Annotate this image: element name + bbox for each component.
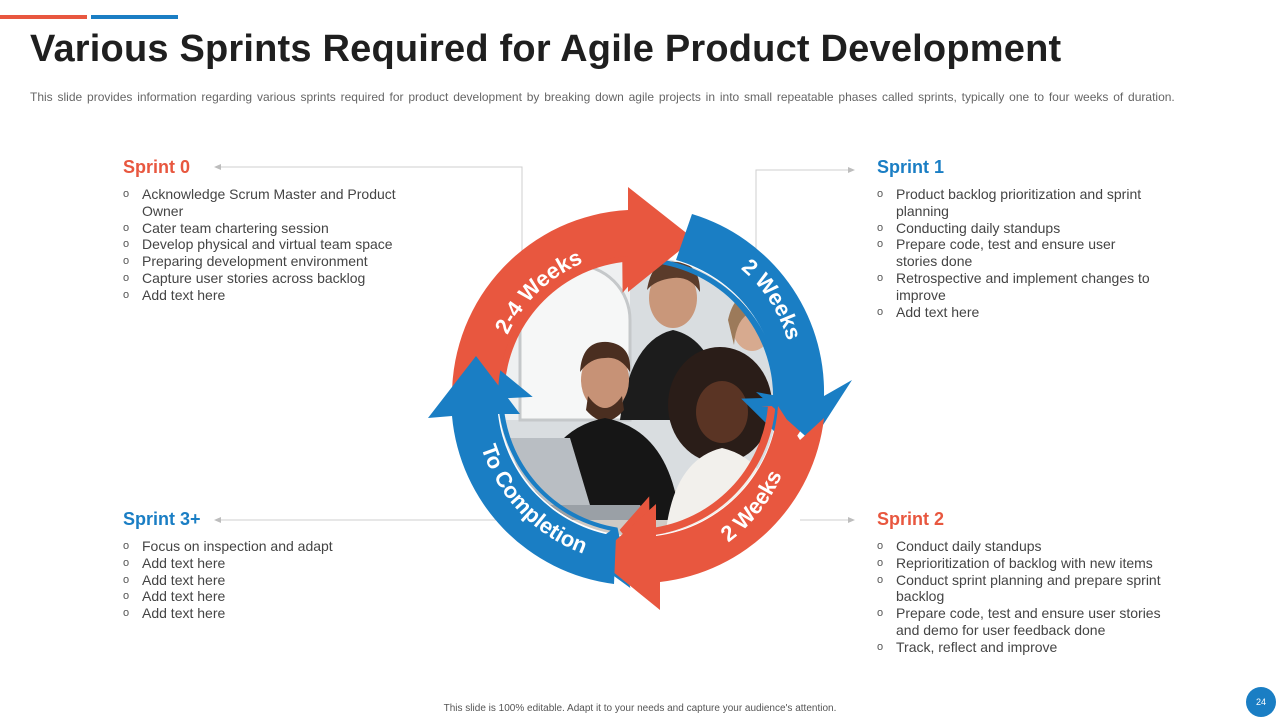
list-item-text: Conducting daily standups [896, 219, 1061, 236]
bullet-icon: o [123, 188, 130, 200]
list-item: o Product backlog prioritization and spri… [877, 186, 1157, 220]
sprint-3-block: Sprint 3+ o Focus on inspection and adapt… [123, 509, 423, 622]
bullet-icon: o [877, 271, 884, 284]
accent-bar-red [0, 15, 87, 19]
bullet-icon: o [123, 573, 130, 586]
list-item-text: Prepare code, test and ensure user stori… [896, 605, 1161, 638]
list-item: o Focus on inspection and adapt [123, 538, 423, 555]
bullet-icon: o [123, 288, 130, 301]
band-top-left [451, 187, 694, 396]
list-item: o Prepare code, test and ensure user stor… [877, 236, 1157, 270]
list-item: o Conduct daily standups [877, 538, 1177, 555]
bullet-icon: o [877, 238, 884, 251]
list-item-text: Focus on inspection and adapt [142, 538, 333, 554]
sprint-2-title: Sprint 2 [877, 509, 945, 529]
list-item: o Add text here [877, 304, 1157, 321]
list-item-text: Add text here [142, 554, 226, 571]
list-item-text: Reprioritization of backlog with new ite… [896, 554, 1153, 571]
list-item: o Add text here [123, 588, 423, 605]
page-subtitle: This slide provides information regardin… [30, 90, 1175, 104]
list-item-text: Add text here [896, 303, 980, 320]
bullet-icon: o [123, 607, 130, 620]
arrow-bottom-right [619, 403, 819, 569]
list-item: o Track, reflect and improve [877, 639, 1177, 656]
list-item: o Prepare code, test and ensure user stor… [877, 605, 1177, 639]
accent-bar-blue [91, 15, 178, 19]
list-item-text: Capture user stories across backlog [142, 269, 366, 286]
list-item-text: Track, reflect and improve [896, 638, 1058, 655]
list-item: o Preparing development environment [123, 253, 423, 270]
list-item-text: Acknowledge Scrum Master and Product Own… [142, 186, 396, 219]
connector-lines [218, 166, 852, 521]
connector-arrowheads [214, 164, 855, 523]
list-item: o Conduct sprint planning and prepare spr… [877, 572, 1177, 606]
list-item: o Reprioritization of backlog with new it… [877, 555, 1177, 572]
bullet-icon: o [877, 221, 884, 234]
list-item-text: Conduct daily standups [896, 538, 1042, 554]
bullet-icon: o [877, 305, 884, 318]
list-item: o Develop physical and virtual team space [123, 236, 423, 253]
list-item-text: Product backlog prioritization and sprin… [896, 186, 1142, 219]
band-bottom-right [596, 406, 824, 610]
bullet-icon: o [877, 188, 884, 200]
page-number-badge: 24 [1246, 687, 1276, 717]
bullet-icon: o [123, 255, 130, 268]
bullet-icon: o [877, 540, 884, 552]
list-item-text: Cater team chartering session [142, 219, 329, 236]
band-bottom-left [428, 356, 616, 584]
list-item-text: Add text here [142, 588, 226, 605]
list-item: o Add text here [123, 605, 423, 622]
sprint-1-title: Sprint 1 [877, 157, 945, 177]
list-item: o Add text here [123, 572, 423, 589]
page-title: Various Sprints Required for Agile Produ… [30, 28, 1062, 70]
list-item-text: Add text here [142, 605, 226, 622]
sprint-0-block: Sprint 0 o Acknowledge Scrum Master and P… [123, 157, 423, 304]
bullet-icon: o [123, 238, 130, 251]
connector-sprint1 [755, 169, 852, 265]
list-item-text: Add text here [142, 571, 226, 588]
sprint-0-list: o Acknowledge Scrum Master and Product Ow… [123, 186, 423, 304]
bullet-icon: o [877, 573, 884, 586]
list-item: o Acknowledge Scrum Master and Product Ow… [123, 186, 423, 220]
list-item: o Capture user stories across backlog [123, 270, 423, 287]
footer-note: This slide is 100% editable. Adapt it to… [443, 703, 837, 714]
sprint-1-list: o Product backlog prioritization and spri… [877, 186, 1157, 320]
bullet-icon: o [123, 556, 130, 569]
bullet-icon: o [877, 640, 884, 653]
list-item-text: Develop physical and virtual team space [142, 236, 393, 253]
bullet-icon: o [123, 221, 130, 234]
list-item: o Cater team chartering session [123, 220, 423, 237]
sprint-1-block: Sprint 1 o Product backlog prioritization… [877, 157, 1157, 320]
list-item: o Retrospective and implement changes to … [877, 270, 1157, 304]
list-item: o Conducting daily standups [877, 220, 1157, 237]
bullet-icon: o [123, 271, 130, 284]
bullet-icon: o [123, 540, 130, 552]
list-item-text: Prepare code, test and ensure user stori… [896, 236, 1116, 270]
sprint-0-title: Sprint 0 [123, 157, 191, 177]
list-item-text: Add text here [142, 286, 226, 303]
list-item: o Add text here [123, 555, 423, 572]
band-top-right [676, 214, 852, 442]
list-item-text: Conduct sprint planning and prepare spri… [896, 571, 1161, 605]
bullet-icon: o [123, 590, 130, 603]
sprint-3-title: Sprint 3+ [123, 509, 201, 529]
bullet-icon: o [877, 607, 884, 620]
bullet-icon: o [877, 556, 884, 569]
list-item-text: Retrospective and implement changes to i… [896, 269, 1150, 303]
connector-sprint0 [218, 166, 523, 256]
list-item: o Add text here [123, 287, 423, 304]
list-item-text: Preparing development environment [142, 253, 368, 270]
